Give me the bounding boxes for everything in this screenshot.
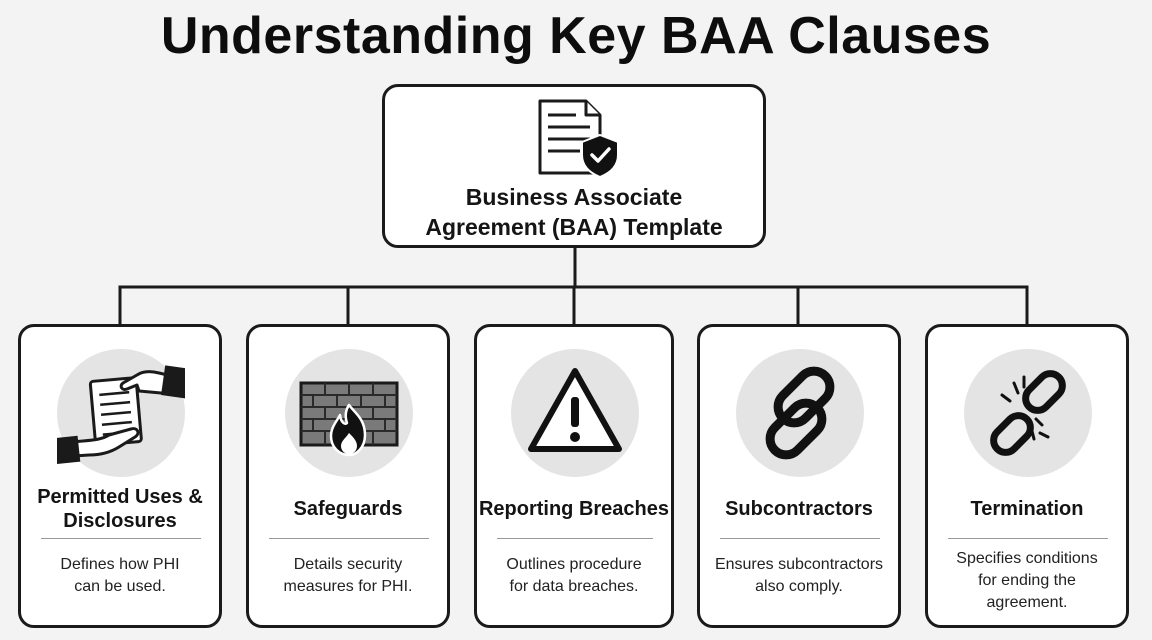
- card-divider: [269, 538, 429, 539]
- page-title: Understanding Key BAA Clauses: [160, 7, 992, 65]
- chain-link-icon: [765, 366, 835, 460]
- clause-description: Outlines procedure for data breaches.: [506, 556, 642, 595]
- firewall-icon: [299, 381, 399, 457]
- clause-description: Ensures subcontractors also comply.: [714, 556, 884, 595]
- clause-card-reporting-breaches: Reporting Breaches Outlines procedure fo…: [474, 324, 674, 628]
- root-node: Business Associate Agreement (BAA) Templ…: [382, 84, 766, 248]
- hands-passing-document-icon: [57, 365, 185, 465]
- card-divider: [41, 538, 201, 539]
- clause-card-termination: Termination Specifies conditions for end…: [925, 324, 1129, 628]
- warning-triangle-icon: [528, 368, 622, 452]
- clause-card-permitted-uses: Permitted Uses & Disclosures Defines how…: [18, 324, 222, 628]
- root-title: Business Associate Agreement (BAA) Templ…: [425, 184, 723, 240]
- card-divider: [720, 538, 880, 539]
- clause-description: Defines how PHI can be used.: [60, 556, 180, 595]
- clause-card-subcontractors: Subcontractors Ensures subcontractors al…: [697, 324, 901, 628]
- clause-title: Permitted Uses & Disclosures: [37, 486, 203, 532]
- icon-circle: [511, 349, 639, 477]
- card-divider: [948, 538, 1108, 539]
- clause-description: Details security measures for PHI.: [283, 556, 413, 595]
- clause-description: Specifies conditions for ending the agre…: [956, 550, 1098, 611]
- icon-circle: [285, 349, 413, 477]
- clause-title: Subcontractors: [725, 498, 873, 520]
- icon-circle: [736, 349, 864, 477]
- document-shield-check-icon: [538, 99, 619, 179]
- broken-chain-icon: [990, 370, 1066, 456]
- icon-circle: [57, 349, 185, 477]
- clause-title: Termination: [970, 498, 1084, 520]
- clause-card-safeguards: Safeguards Details security measures for…: [246, 324, 450, 628]
- clause-title: Reporting Breaches: [478, 498, 670, 520]
- icon-circle: [964, 349, 1092, 477]
- card-divider: [497, 538, 653, 539]
- clause-title: Safeguards: [293, 498, 403, 520]
